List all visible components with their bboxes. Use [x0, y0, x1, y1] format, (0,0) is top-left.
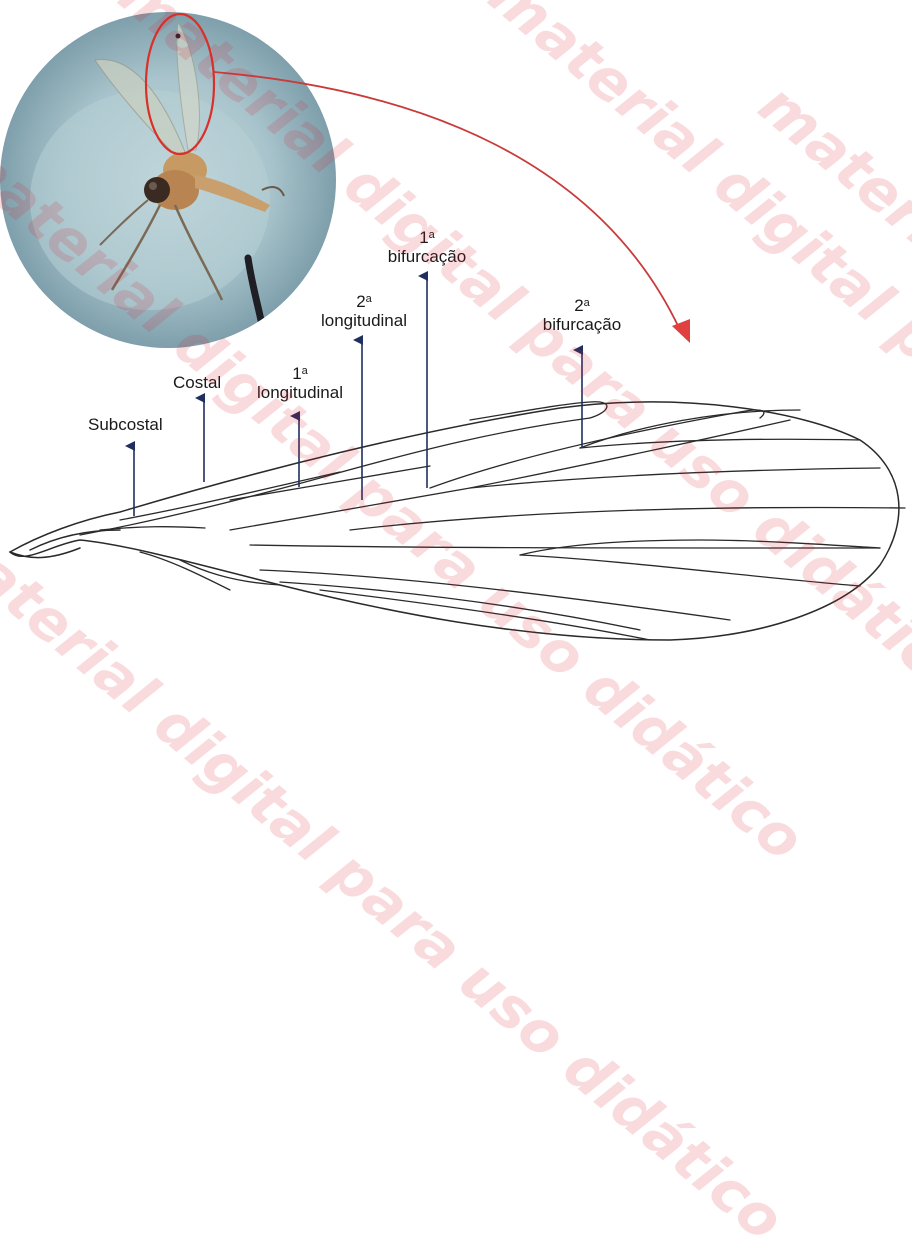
- label-long2-ordinal: 2a: [310, 290, 418, 311]
- label-long2: 2a longitudinal: [310, 290, 418, 331]
- label-bif2-text: bifurcação: [531, 315, 633, 335]
- label-subcostal-text: Subcostal: [88, 415, 163, 435]
- label-bif1: 1a bifurcação: [376, 226, 478, 267]
- label-subcostal: Subcostal: [88, 415, 163, 435]
- label-bif2: 2a bifurcação: [531, 294, 633, 335]
- wing-diagram-svg: [0, 0, 912, 643]
- diagram-canvas: Subcostal Costal 1a longitudinal 2a long…: [0, 0, 912, 643]
- label-bif2-ordinal: 2a: [531, 294, 633, 315]
- label-long1-ordinal: 1a: [246, 362, 354, 383]
- label-long2-text: longitudinal: [310, 311, 418, 331]
- label-long1-text: longitudinal: [246, 383, 354, 403]
- microscope-photo: [0, 12, 336, 348]
- label-long1: 1a longitudinal: [246, 362, 354, 403]
- label-bif1-text: bifurcação: [376, 247, 478, 267]
- label-costal: Costal: [173, 373, 221, 393]
- label-costal-text: Costal: [173, 373, 221, 393]
- wing-outline: [10, 402, 899, 640]
- label-bif1-ordinal: 1a: [376, 226, 478, 247]
